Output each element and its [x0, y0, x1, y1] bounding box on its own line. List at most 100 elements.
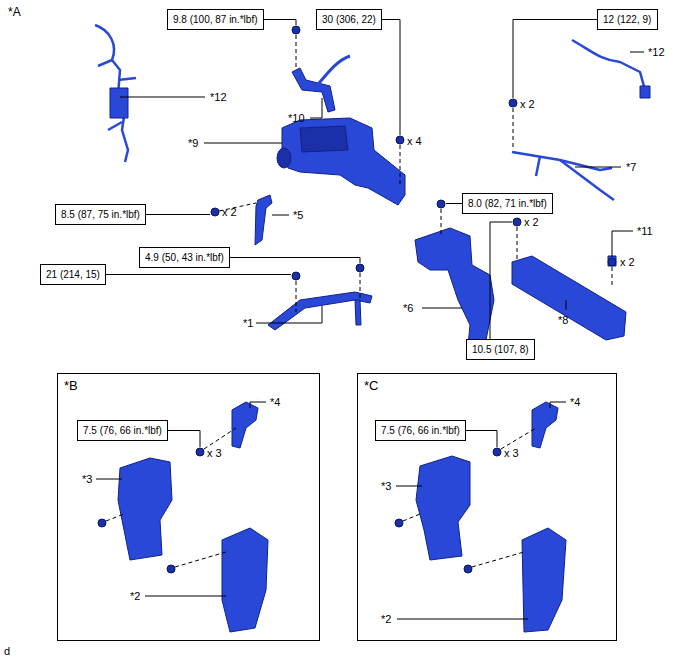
air-duct	[415, 228, 494, 346]
view-panel: *B 7.5 (76, 66 in.*lbf)	[57, 373, 320, 641]
callout-number: *3	[82, 473, 92, 485]
leader-line	[396, 486, 422, 487]
install-line	[501, 428, 536, 449]
cable	[315, 56, 350, 88]
torque-box: 9.8 (100, 87 in.*lbf)	[167, 9, 264, 30]
torque-box: 21 (214, 15)	[40, 264, 106, 285]
torque-box: 10.5 (107, 8)	[466, 339, 535, 360]
bolt	[292, 26, 300, 34]
torque-value: 8.5 (87, 75 in.*lbf)	[61, 208, 140, 221]
clip-head	[608, 258, 616, 266]
install-line	[400, 145, 401, 185]
side-panel	[222, 528, 268, 632]
housing-detail	[300, 126, 348, 152]
support-bar	[512, 256, 626, 340]
bolt	[396, 136, 404, 144]
housing-port	[277, 148, 291, 168]
bolt	[211, 208, 219, 216]
torque-box: 8.5 (87, 75 in.*lbf)	[55, 204, 146, 225]
leader-line	[446, 203, 462, 204]
leader-line	[550, 402, 566, 408]
wire-harness	[95, 25, 136, 162]
harness-connector	[640, 86, 650, 98]
torque-box: 7.5 (76, 66 in.*lbf)	[77, 420, 168, 441]
install-line	[360, 273, 361, 298]
harness-branch	[108, 122, 122, 130]
leader-line	[168, 431, 200, 448]
torque-value: 10.5 (107, 8)	[472, 343, 529, 356]
torque-value: 12 (122, 9)	[603, 13, 651, 26]
install-line	[472, 552, 524, 567]
view-label: *B	[64, 378, 78, 393]
callout-number: *3	[381, 480, 391, 492]
leader-line	[382, 20, 400, 136]
torque-box: 7.5 (76, 66 in.*lbf)	[375, 420, 466, 441]
harness-wire	[572, 40, 645, 90]
bolt	[292, 272, 300, 280]
support-bracket	[268, 292, 372, 330]
install-line	[441, 209, 442, 236]
callout-number: *10	[288, 112, 305, 124]
callout-number: *2	[130, 590, 140, 602]
leader-line	[272, 215, 289, 216]
install-line	[106, 514, 124, 521]
bolt	[196, 448, 204, 456]
torque-value: 7.5 (76, 66 in.*lbf)	[83, 424, 162, 437]
bolt	[464, 565, 472, 573]
leader-line	[575, 167, 621, 168]
callout-number: *4	[570, 396, 580, 408]
bolt-quantity: x 2	[524, 216, 539, 228]
callout-number: *9	[188, 137, 198, 149]
bracket-part	[232, 402, 258, 448]
bolt-quantity: x 2	[520, 98, 535, 110]
harness-branch	[98, 60, 112, 66]
callout-number: *2	[381, 613, 391, 625]
bolt-quantity: x 2	[620, 256, 635, 268]
side-panel	[416, 456, 470, 560]
callout-number: *8	[558, 314, 568, 326]
leader-line	[310, 98, 322, 118]
bolt-quantity: x 2	[222, 206, 237, 218]
bolt-quantity: x 3	[207, 447, 222, 459]
leader-line	[397, 619, 528, 620]
torque-value: 7.5 (76, 66 in.*lbf)	[381, 424, 460, 437]
install-line	[204, 428, 236, 449]
harness-wire	[95, 25, 128, 162]
bolt	[98, 519, 106, 527]
bracket-part	[255, 195, 272, 245]
install-line	[403, 514, 420, 521]
side-panel	[118, 458, 172, 560]
leader-line	[256, 306, 322, 323]
bolt-quantity: x 4	[407, 135, 422, 147]
leader-line	[264, 20, 296, 26]
torque-value: 4.9 (50, 43 in.*lbf)	[145, 251, 224, 264]
torque-box: 8.0 (82, 71 in.*lbf)	[462, 193, 553, 214]
view-label: *C	[364, 378, 378, 393]
install-line	[296, 281, 297, 312]
figure-code: d	[4, 645, 10, 657]
bracket-part	[292, 68, 335, 112]
leader-line	[513, 20, 597, 99]
clip	[608, 256, 616, 266]
bolt	[509, 99, 517, 107]
leader-line	[120, 97, 205, 98]
callout-number: *12	[210, 91, 227, 103]
bolt	[493, 448, 501, 456]
harness-branch	[560, 160, 612, 170]
leader-line	[612, 231, 633, 257]
install-line	[612, 267, 613, 286]
leader-line	[230, 258, 360, 264]
install-line	[513, 108, 514, 150]
torque-box: 12 (122, 9)	[597, 9, 658, 30]
main-housing	[282, 118, 405, 205]
bolt-quantity: x 3	[504, 447, 519, 459]
torque-box: 4.9 (50, 43 in.*lbf)	[139, 247, 230, 268]
bolt	[356, 264, 364, 272]
leader-line	[630, 52, 644, 53]
leader-line	[146, 214, 210, 215]
harness-branch	[118, 78, 136, 80]
leader-line	[96, 479, 122, 480]
bracket-leg	[355, 300, 361, 325]
